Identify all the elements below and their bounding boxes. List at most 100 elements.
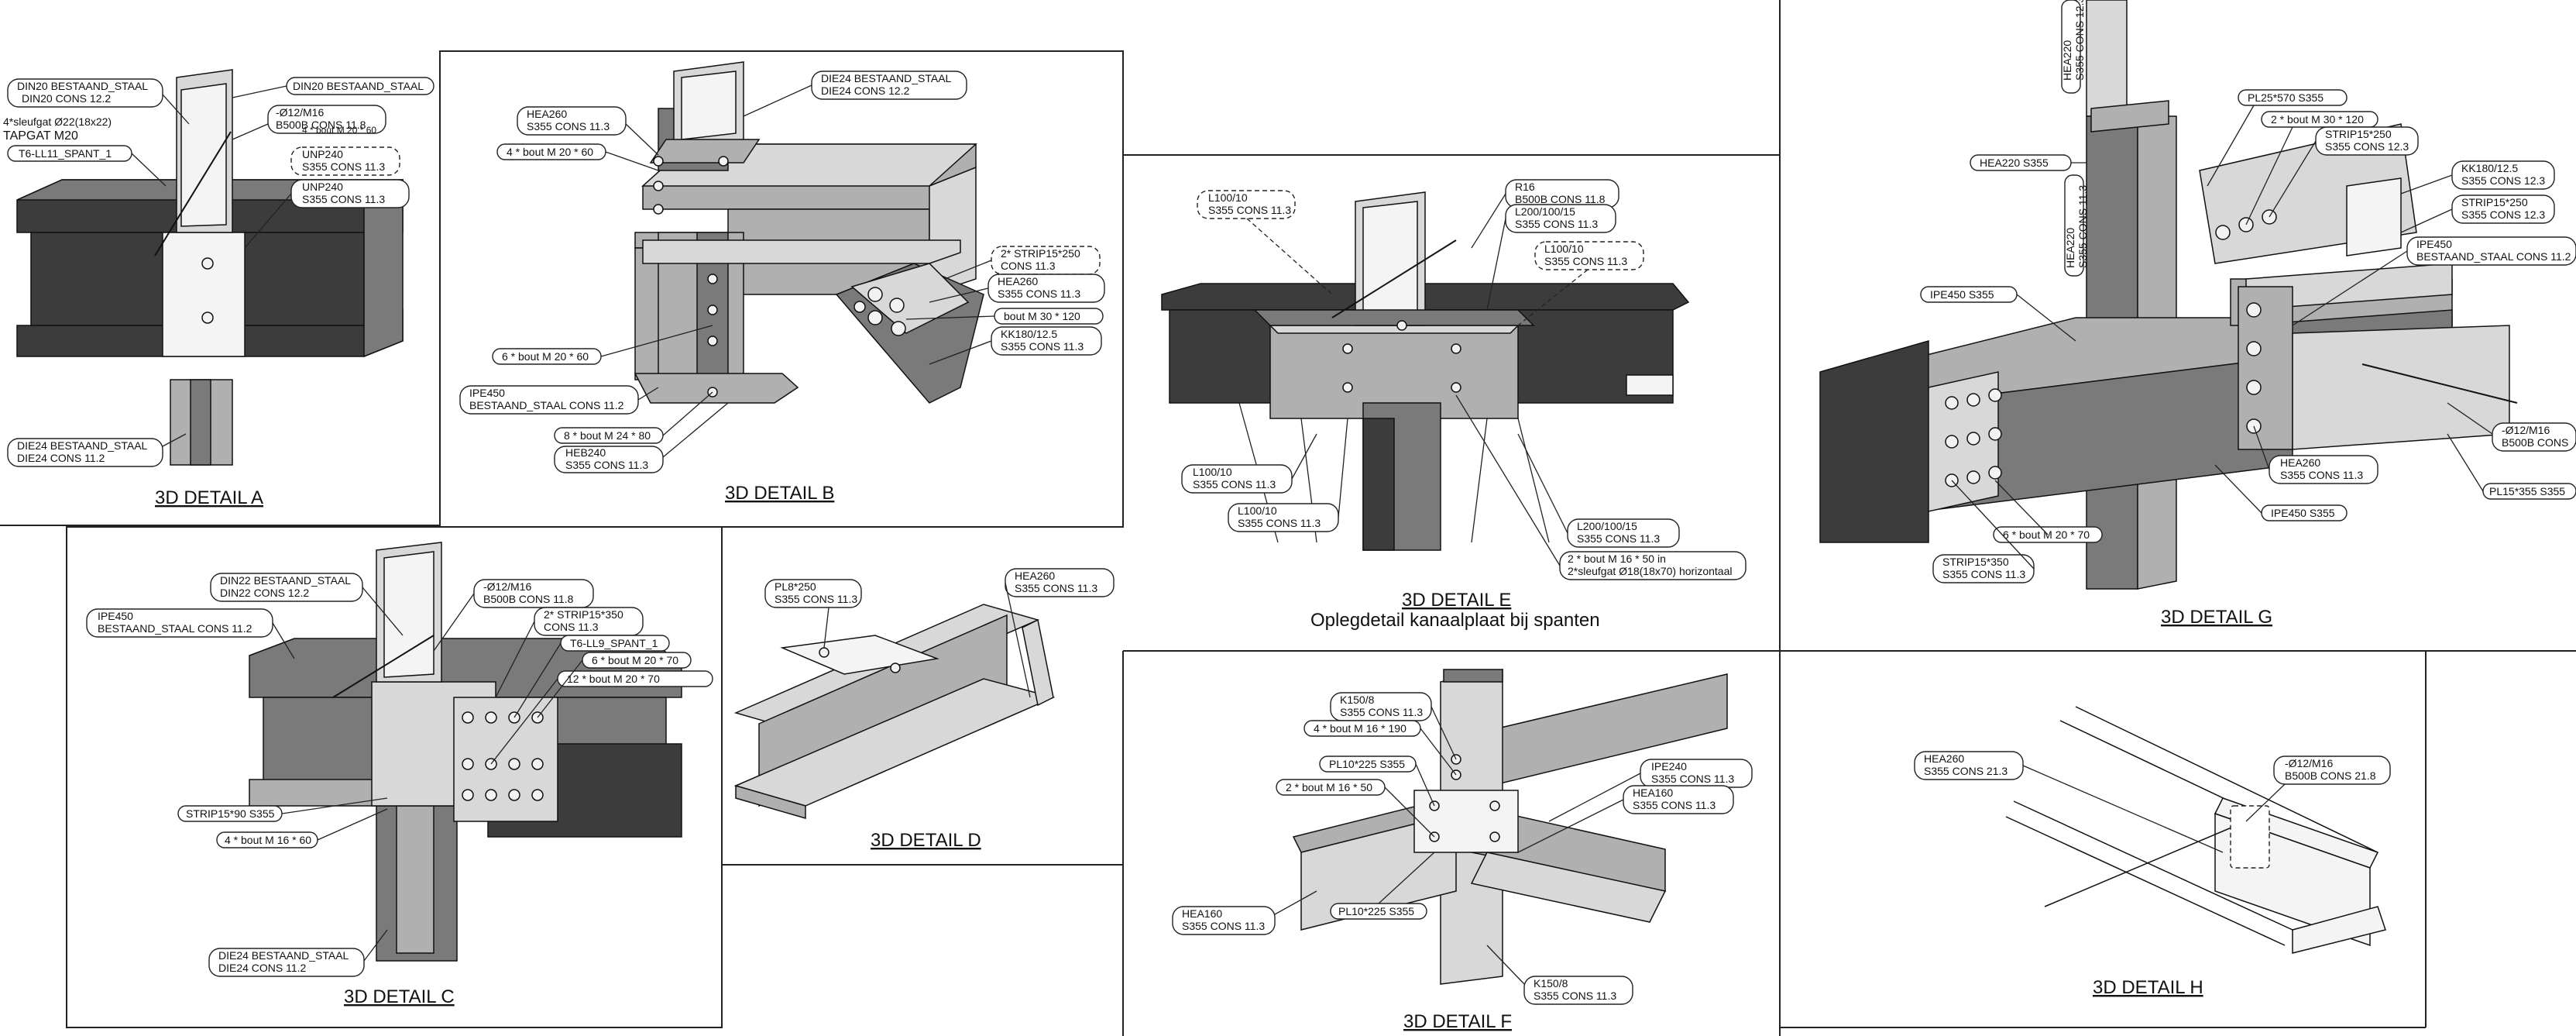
detail-e: L100/10 S355 CONS 11.3 R16 B500B CONS 11… <box>1161 179 1747 631</box>
label-c-14: DIE24 BESTAAND_STAAL <box>218 949 349 962</box>
label-g-6: S355 CONS 12.3 <box>2325 140 2409 153</box>
label-g-14: IPE450 <box>2416 238 2452 250</box>
label-g-8: KK180/12.5 <box>2461 162 2518 174</box>
label-d-1: PL8*250 <box>775 580 816 593</box>
label-g-1: HEA220 <box>2061 40 2073 81</box>
label-g-16: IPE450 S355 <box>1930 288 1994 301</box>
detail-h-labels: HEA260 S355 CONS 21.3 -Ø12/M16 B500B CON… <box>1914 751 2391 853</box>
label-c-12: STRIP15*90 S355 <box>186 807 275 820</box>
label-f-3: 4 * bout M 16 * 190 <box>1314 722 1406 735</box>
detail-g-title: 3D DETAIL G <box>2161 607 2272 628</box>
detail-h-steel <box>2005 706 2386 954</box>
detail-a-title: 3D DETAIL A <box>155 487 263 508</box>
label-e-1: L100/10 <box>1208 191 1248 204</box>
label-a-1: DIN20 BESTAAND_STAAL <box>17 80 148 92</box>
label-e-16: 2*sleufgat Ø18(18x70) horizontaal <box>1568 565 1732 577</box>
label-e-3: R16 <box>1515 181 1535 193</box>
label-c-1: DIN22 BESTAAND_STAAL <box>220 574 351 587</box>
detail-b-labels: HEA260 S355 CONS 11.3 4 * bout M 20 * 60… <box>459 71 1105 473</box>
label-d-3: HEA260 <box>1015 570 1055 582</box>
label-c-7: 2* STRIP15*350 <box>544 608 623 621</box>
label-c-10: 6 * bout M 20 * 70 <box>592 654 678 666</box>
label-f-5: 2 * bout M 16 * 50 <box>1286 781 1372 793</box>
label-h-2: S355 CONS 21.3 <box>1924 765 2008 777</box>
label-a-14: DIE24 BESTAAND_STAAL <box>17 439 148 452</box>
label-a-11: S355 CONS 11.3 <box>302 160 385 173</box>
label-a-13: S355 CONS 11.3 <box>302 193 385 205</box>
label-c-2: DIN22 CONS 12.2 <box>220 587 309 599</box>
label-f-11: S355 CONS 11.3 <box>1182 920 1265 932</box>
label-g-13: S355 CONS 11.3 <box>2076 185 2089 268</box>
label-b-17: HEB240 <box>565 446 606 459</box>
label-b-8: HEA260 <box>998 275 1038 287</box>
label-b-1: HEA260 <box>527 108 567 120</box>
label-b-3: 4 * bout M 20 * 60 <box>507 146 593 158</box>
label-b-16: 8 * bout M 24 * 80 <box>564 429 651 442</box>
label-f-8: HEA160 <box>1633 786 1673 799</box>
label-b-7: CONS 11.3 <box>1001 260 1056 272</box>
label-f-13: K150/8 <box>1534 977 1568 990</box>
label-c-8: CONS 11.3 <box>544 621 599 633</box>
label-b-13: 6 * bout M 20 * 60 <box>502 350 589 363</box>
label-g-7: HEA220 S355 <box>1980 157 2049 169</box>
label-g-23: 6 * bout M 20 * 70 <box>2003 528 2090 541</box>
detail-f-steel <box>1292 669 1728 985</box>
label-e-9: L100/10 <box>1193 466 1232 478</box>
label-f-4: PL10*225 S355 <box>1329 758 1405 770</box>
label-f-2: S355 CONS 11.3 <box>1340 706 1423 718</box>
label-a-4: TAPGAT M20 <box>3 129 78 143</box>
label-f-9: S355 CONS 11.3 <box>1633 799 1716 811</box>
label-e-10: S355 CONS 11.3 <box>1193 478 1276 490</box>
detail-c-title: 3D DETAIL C <box>344 986 455 1007</box>
label-a-8: B500B CONS 11.8 <box>276 119 366 131</box>
detail-g-labels: HEA220 S355 CONS 12.3 PL25*570 S355 2 * … <box>1920 0 2576 583</box>
label-a-7: -Ø12/M16 <box>276 106 324 119</box>
label-c-6: B500B CONS 11.8 <box>483 593 574 605</box>
label-g-19: HEA260 <box>2280 456 2320 469</box>
label-b-18: S355 CONS 11.3 <box>565 459 648 471</box>
label-e-8: S355 CONS 11.3 <box>1544 255 1627 267</box>
label-a-2: DIN20 CONS 12.2 <box>22 92 111 105</box>
label-b-12: S355 CONS 11.3 <box>1001 340 1084 353</box>
detail-d-title: 3D DETAIL D <box>871 830 981 851</box>
label-e-11: L100/10 <box>1238 504 1277 517</box>
label-g-20: S355 CONS 11.3 <box>2280 469 2363 481</box>
detail-d-labels: PL8*250 S355 CONS 11.3 HEA260 S355 CONS … <box>764 568 1115 698</box>
label-e-13: L200/100/15 <box>1577 520 1637 532</box>
detail-c: DIN22 BESTAAND_STAAL DIN22 CONS 12.2 IPE… <box>86 542 713 1007</box>
label-f-14: S355 CONS 11.3 <box>1534 990 1616 1002</box>
label-f-10: HEA160 <box>1182 907 1222 920</box>
detail-g-steel <box>1819 0 2518 590</box>
label-d-2: S355 CONS 11.3 <box>775 593 857 605</box>
label-g-9: S355 CONS 12.3 <box>2461 174 2545 187</box>
detail-c-labels: DIN22 BESTAAND_STAAL DIN22 CONS 12.2 IPE… <box>86 573 713 977</box>
detail-f-title: 3D DETAIL F <box>1403 1011 1512 1032</box>
label-g-18: B500B CONS <box>2502 436 2568 449</box>
label-f-12: PL10*225 S355 <box>1338 905 1414 917</box>
label-c-3: IPE450 <box>98 610 133 622</box>
label-b-4: DIE24 BESTAAND_STAAL <box>821 72 952 84</box>
label-f-6: IPE240 <box>1651 760 1687 773</box>
label-h-4: B500B CONS 21.8 <box>2285 769 2376 782</box>
label-e-2: S355 CONS 11.3 <box>1208 204 1291 216</box>
detail-f: K150/8 S355 CONS 11.3 4 * bout M 16 * 19… <box>1172 669 1753 1032</box>
label-c-9: T6-LL9_SPANT_1 <box>570 637 658 649</box>
label-g-21: PL15*355 S355 <box>2489 485 2565 497</box>
label-f-1: K150/8 <box>1340 694 1375 706</box>
detail-d: PL8*250 S355 CONS 11.3 HEA260 S355 CONS … <box>733 568 1115 851</box>
label-a-5: T6-LL11_SPANT_1 <box>19 147 112 160</box>
detail-e-title: 3D DETAIL E <box>1402 590 1511 611</box>
label-e-5: L200/100/15 <box>1515 205 1575 218</box>
detail-b: HEA260 S355 CONS 11.3 4 * bout M 20 * 60… <box>459 61 1105 504</box>
detail-h-title: 3D DETAIL H <box>2093 977 2203 998</box>
label-a-12: UNP240 <box>302 181 343 193</box>
detail-a: DIN20 BESTAAND_STAAL DIN20 CONS 12.2 4*s… <box>3 69 434 508</box>
label-a-9: 4 * bout M 20 * 60 <box>302 125 376 136</box>
label-a-6: DIN20 BESTAAND_STAAL <box>293 80 424 92</box>
detail-a-labels: DIN20 BESTAAND_STAAL DIN20 CONS 12.2 4*s… <box>3 77 434 467</box>
label-e-4: B500B CONS 11.8 <box>1515 193 1606 205</box>
label-a-15: DIE24 CONS 11.2 <box>17 452 105 464</box>
label-b-11: KK180/12.5 <box>1001 328 1057 340</box>
label-e-12: S355 CONS 11.3 <box>1238 517 1321 529</box>
